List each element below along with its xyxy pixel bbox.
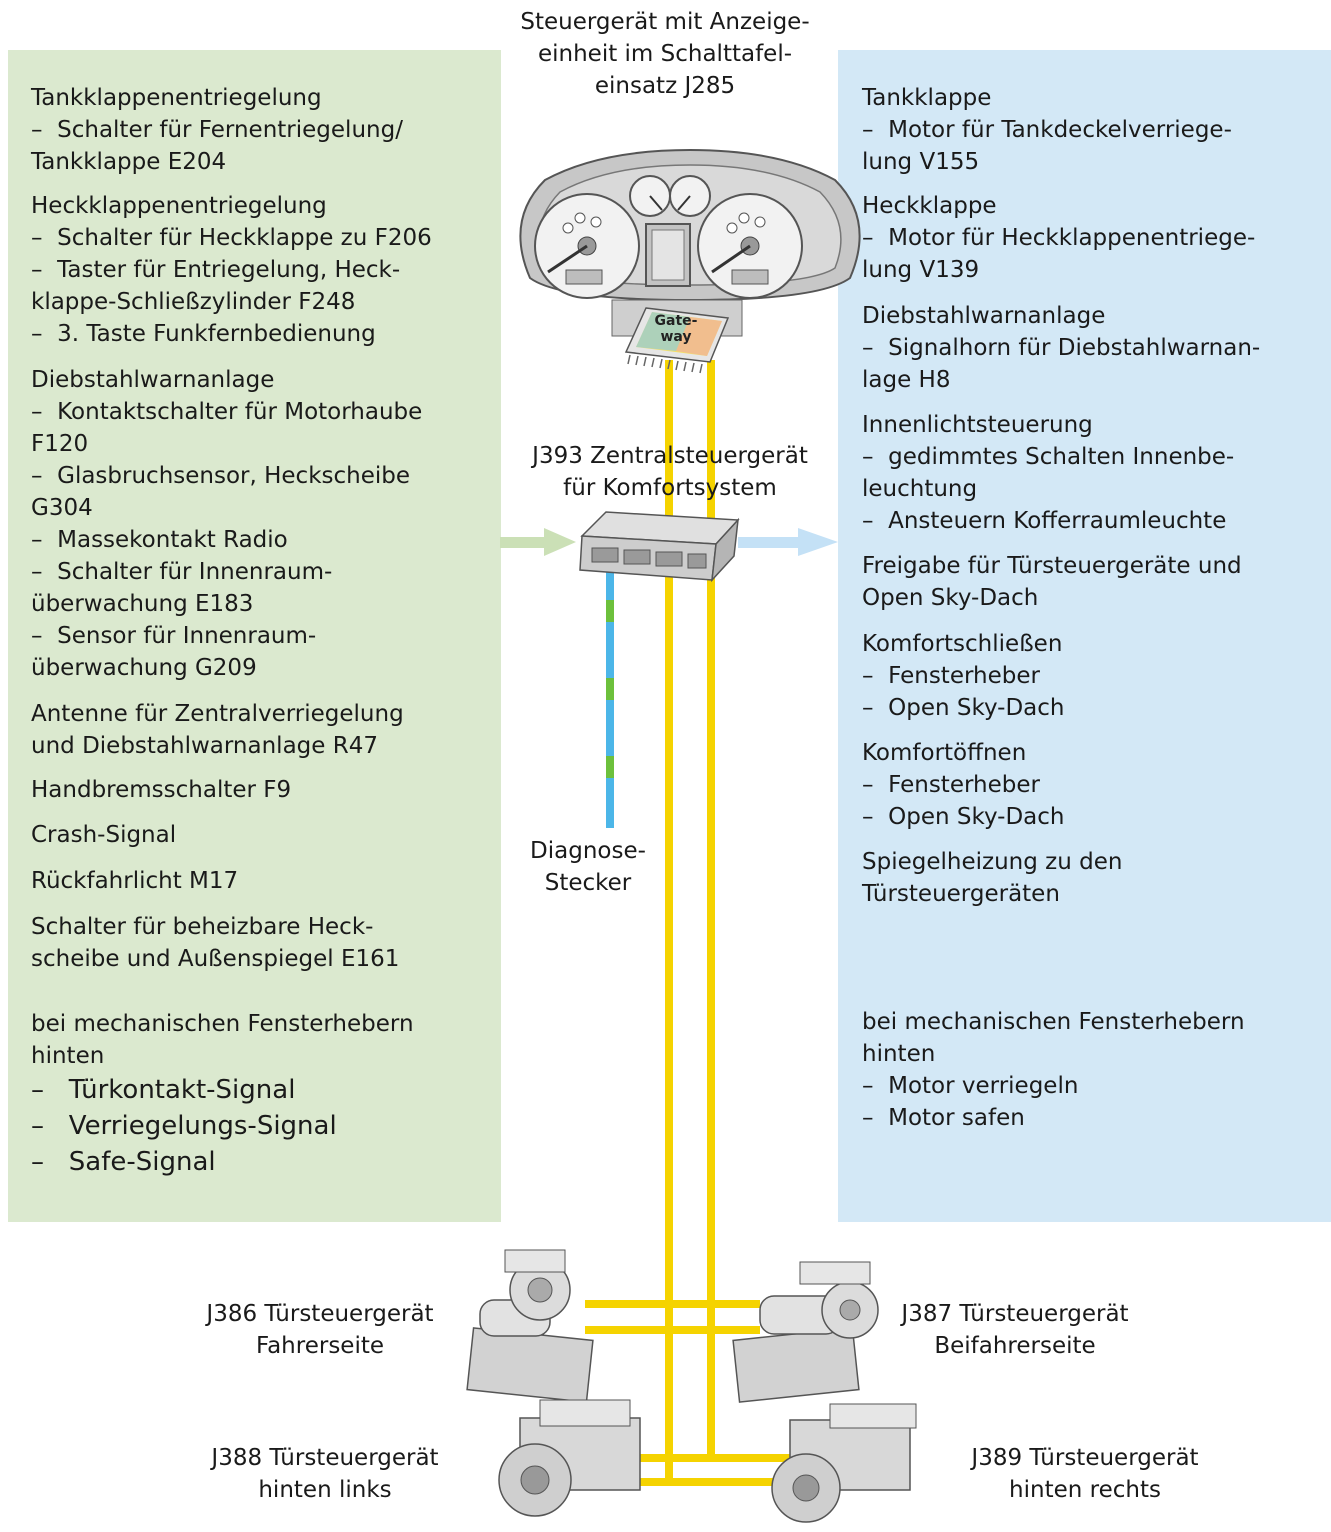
- group-spiegelheizung: Spiegelheizung zu den Türsteuergeräten: [862, 849, 1123, 907]
- instrument-cluster-illustration: [519, 148, 861, 337]
- list-item: – Glasbruchsensor, Heckscheibe G304: [31, 463, 411, 521]
- list-item: – Schalter für Fernentriegelung/ Tankkla…: [31, 117, 403, 175]
- group-freigabe: Freigabe für Türsteuergeräte und Open Sk…: [862, 553, 1242, 611]
- list-item: – gedimmtes Schalten Innenbe- leuchtung: [862, 444, 1235, 502]
- list-item: – Open Sky-Dach: [862, 804, 1065, 830]
- gateway-label: Gate- way: [654, 313, 698, 345]
- right-panel-outputs: [838, 50, 1331, 1222]
- list-item: – Fensterheber: [862, 663, 1040, 689]
- gateway-chip-illustration: [624, 307, 730, 374]
- j388-label: J388 Türsteuergerät hinten links: [211, 1445, 439, 1503]
- group-mech-fensterheber-left: bei mechanischen Fensterhebern hinten – …: [31, 1008, 501, 1180]
- group-komfortoeffnen: Komfortöffnen – Fensterheber – Open Sky-…: [862, 737, 1331, 833]
- list-item: – Fensterheber: [862, 772, 1040, 798]
- list-item: – Motor safen: [862, 1105, 1025, 1131]
- list-item: – Signalhorn für Diebstahlwarnan- lage H…: [862, 335, 1261, 393]
- group-handbremsschalter: Handbremsschalter F9: [31, 777, 292, 803]
- control-unit-j393-illustration: [579, 511, 740, 583]
- j386-label: J386 Türsteuergerät Fahrerseite: [206, 1301, 434, 1359]
- group-heckklappenentriegelung: Heckklappenentriegelung – Schalter für H…: [31, 190, 501, 350]
- group-innenlichtsteuerung: Innenlichtsteuerung – gedimmtes Schalten…: [862, 409, 1331, 537]
- group-tankklappenentriegelung: Tankklappenentriegelung – Schalter für F…: [31, 82, 501, 178]
- list-item: – Schalter für Heckklappe zu F206: [31, 225, 432, 251]
- output-arrow: [738, 528, 838, 556]
- j285-label: Steuergerät mit Anzeige- einheit im Scha…: [520, 9, 810, 99]
- group-diebstahlwarnanlage-right: Diebstahlwarnanlage – Signalhorn für Die…: [862, 300, 1331, 396]
- group-crash-signal: Crash-Signal: [31, 822, 177, 848]
- j387-label: J387 Türsteuergerät Beifahrerseite: [901, 1301, 1129, 1359]
- door-unit-j386-illustration: [466, 1249, 594, 1403]
- diagnose-label: Diagnose- Stecker: [530, 838, 646, 896]
- left-panel-inputs: [8, 50, 501, 1222]
- list-item: – Taster für Entriegelung, Heck- klappe-…: [31, 257, 401, 315]
- list-item: – Schalter für Innenraum- überwachung E1…: [31, 559, 333, 617]
- group-antenne: Antenne für Zentralverriegelung und Dieb…: [31, 701, 404, 759]
- list-item: – Sensor für Innenraum- überwachung G209: [31, 623, 317, 681]
- list-item: – Motor für Tankdeckelverriege- lung V15…: [862, 117, 1232, 175]
- group-heckscheibe-schalter: Schalter für beheizbare Heck- scheibe un…: [31, 914, 400, 972]
- door-unit-j387-illustration: [732, 1261, 879, 1403]
- list-item: – Türkontakt-Signal: [31, 1075, 296, 1105]
- group-diebstahlwarnanlage-left: Diebstahlwarnanlage – Kontaktschalter fü…: [31, 364, 501, 684]
- group-mech-fensterheber-right: bei mechanischen Fensterhebern hinten – …: [862, 1006, 1331, 1134]
- j393-label: J393 Zentralsteuergerät für Komfortsyste…: [532, 443, 808, 501]
- door-unit-j388-illustration: [498, 1399, 641, 1517]
- list-item: – 3. Taste Funkfernbedienung: [31, 321, 376, 347]
- list-item: – Motor verriegeln: [862, 1073, 1079, 1099]
- list-item: – Safe-Signal: [31, 1147, 216, 1177]
- list-item: – Verriegelungs-Signal: [31, 1111, 337, 1141]
- list-item: – Open Sky-Dach: [862, 695, 1065, 721]
- list-item: – Massekontakt Radio: [31, 527, 288, 553]
- input-arrow: [500, 528, 576, 556]
- j389-label: J389 Türsteuergerät hinten rechts: [971, 1445, 1199, 1503]
- group-tankklappe: Tankklappe – Motor für Tankdeckelverrieg…: [862, 82, 1331, 178]
- list-item: – Kontaktschalter für Motorhaube F120: [31, 399, 423, 457]
- group-heckklappe: Heckklappe – Motor für Heckklappenentrie…: [862, 190, 1331, 286]
- door-unit-j389-illustration: [771, 1403, 917, 1523]
- group-komfortschliessen: Komfortschließen – Fensterheber – Open S…: [862, 628, 1331, 724]
- list-item: – Motor für Heckklappenentriege- lung V1…: [862, 225, 1256, 283]
- list-item: – Ansteuern Kofferraumleuchte: [862, 508, 1227, 534]
- group-rueckfahrlicht: Rückfahrlicht M17: [31, 868, 239, 894]
